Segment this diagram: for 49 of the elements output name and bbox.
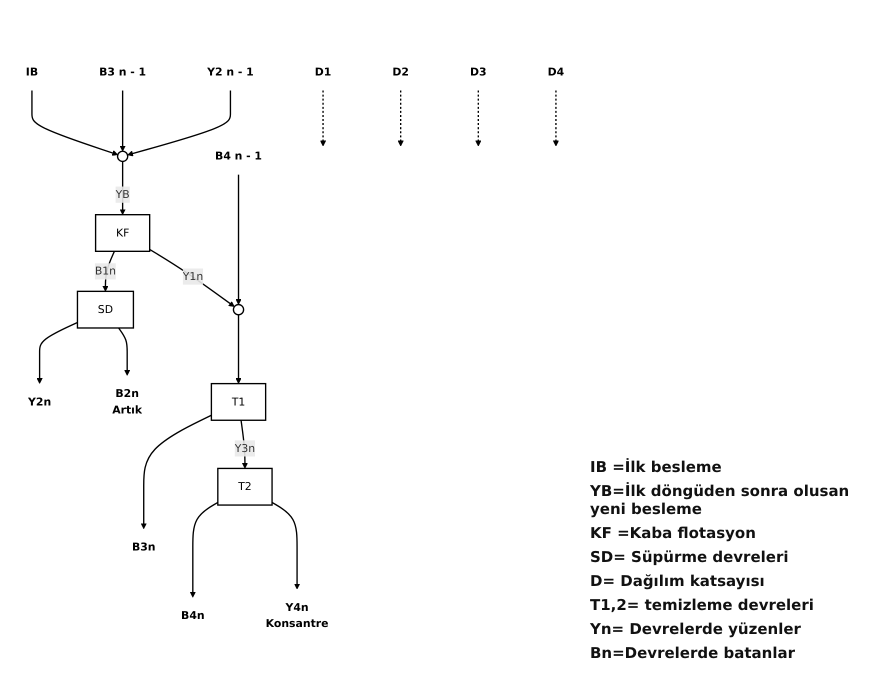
node-text: Y4n Konsantre: [266, 600, 328, 630]
arrow: [118, 327, 130, 376]
arrow: [240, 420, 248, 468]
legend-note: T1,2= temizleme devreleri: [590, 596, 815, 614]
arrow: [149, 248, 235, 306]
legend-note: IB =İlk besleme: [590, 458, 723, 476]
edge-label: YB: [116, 187, 130, 200]
node-text: Y2 n - 1: [207, 64, 254, 78]
node-text: B3 n - 1: [99, 64, 146, 78]
arrow: [236, 174, 242, 304]
node-text: Y2n: [28, 394, 52, 408]
arrow: [36, 321, 78, 384]
arrow: [120, 90, 126, 152]
node-box: T2: [217, 467, 273, 506]
arrow: [127, 90, 232, 156]
edge-label: Y1n: [182, 269, 204, 282]
node-text: B2n Artık: [112, 386, 142, 416]
legend-note: Bn=Devrelerde batanlar: [590, 644, 796, 662]
node-box: SD: [76, 290, 134, 328]
legend-note: KF =Kaba flotasyon: [590, 524, 757, 542]
legend-note: SD= Süpürme devreleri: [590, 548, 790, 566]
edge-label: Y3n: [234, 441, 256, 454]
node-text: IB: [26, 64, 38, 78]
arrow: [272, 501, 300, 589]
arrow: [190, 501, 218, 598]
node-text: B4n: [181, 608, 205, 622]
arrow: [102, 250, 116, 292]
arrow: [475, 90, 482, 146]
arrow: [552, 90, 559, 146]
node-text: D1: [314, 64, 332, 78]
node-text: D3: [470, 64, 487, 78]
legend-note: YB=İlk döngüden sonra olusan yeni besleme: [590, 482, 850, 518]
node-circle: [232, 303, 244, 315]
legend-note: Yn= Devrelerde yüzenler: [590, 620, 802, 638]
node-text: D4: [548, 64, 564, 78]
arrow: [236, 314, 242, 384]
node-text: B4 n - 1: [215, 149, 262, 162]
arrow: [120, 160, 126, 214]
arrow: [31, 90, 118, 156]
node-text: B3n: [132, 540, 156, 553]
arrow: [320, 90, 326, 146]
node-text: D2: [392, 64, 409, 78]
arrow: [140, 414, 212, 529]
node-circle: [116, 150, 128, 162]
legend-note: D= Dağılım katsayısı: [590, 572, 766, 590]
node-box: KF: [94, 214, 150, 252]
edge-label: B1n: [94, 264, 116, 277]
node-box: T1: [210, 382, 266, 420]
arrow: [398, 90, 404, 146]
